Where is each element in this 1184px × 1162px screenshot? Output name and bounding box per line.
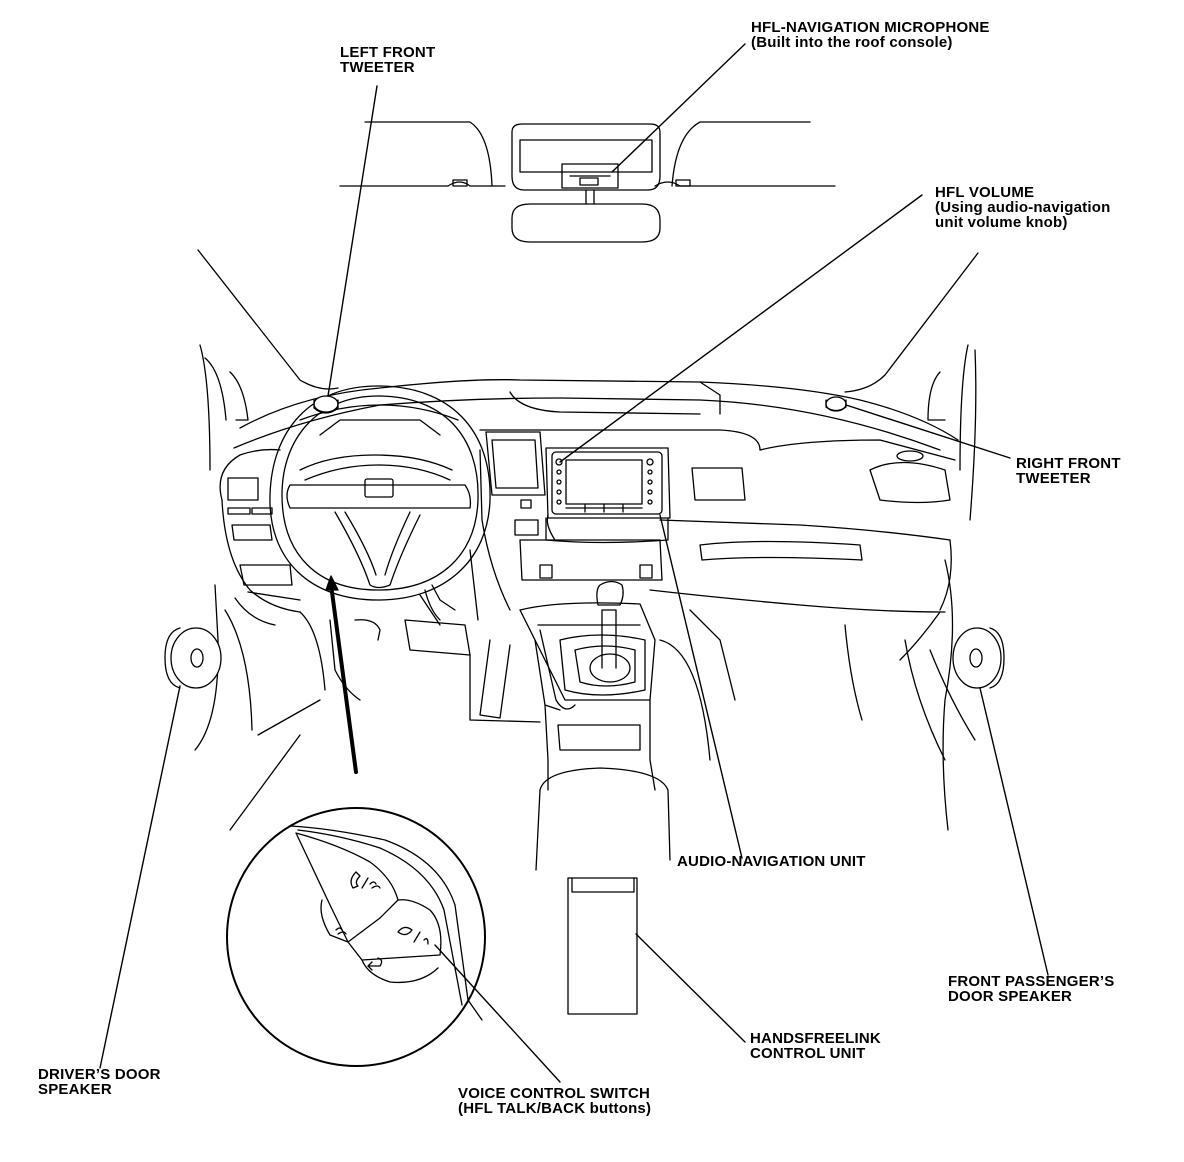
dashboard-top bbox=[233, 379, 959, 661]
label-line: unit volume knob) bbox=[935, 214, 1068, 231]
navigation-screen bbox=[565, 459, 643, 505]
center-stack bbox=[469, 431, 671, 621]
voice-control-switch-inset bbox=[226, 807, 486, 1067]
leader-right-tweeter bbox=[845, 404, 1011, 459]
leader-lines bbox=[99, 43, 1049, 1083]
label-line: RIGHT FRONT bbox=[1016, 455, 1121, 472]
label-right-front-tweeter: RIGHT FRONT TWEETER bbox=[1016, 456, 1121, 486]
label-line: TWEETER bbox=[1016, 470, 1091, 487]
leader-audio-navigation bbox=[659, 514, 743, 859]
right-footwell bbox=[659, 559, 976, 831]
left-dash-vents bbox=[219, 448, 301, 626]
right-front-tweeter-shape bbox=[825, 396, 847, 412]
drivers-door-speaker-shape bbox=[164, 627, 222, 689]
leader-passenger-speaker bbox=[979, 687, 1049, 976]
leader-handsfreelink bbox=[635, 933, 746, 1043]
inset-callout-arrow bbox=[325, 575, 358, 774]
roof-console-group bbox=[339, 121, 836, 243]
label-line: (Using audio-navigation bbox=[935, 199, 1111, 216]
label-hfl-volume: HFL VOLUME (Using audio-navigation unit … bbox=[935, 185, 1110, 230]
steering-wheel bbox=[269, 385, 491, 621]
leader-voice-switch bbox=[434, 944, 561, 1083]
label-line: HFL-NAVIGATION MICROPHONE bbox=[751, 19, 990, 36]
label-line: (HFL TALK/BACK buttons) bbox=[458, 1100, 652, 1117]
leader-drivers-speaker bbox=[99, 685, 181, 1069]
label-line: SPEAKER bbox=[38, 1081, 112, 1098]
microphone-housing bbox=[561, 163, 619, 189]
leader-hfl-volume bbox=[559, 194, 923, 463]
label-line: HANDSFREELINK bbox=[750, 1030, 881, 1047]
center-console bbox=[519, 580, 671, 871]
windshield-frame bbox=[197, 249, 979, 521]
label-drivers-door-speaker: DRIVER’S DOOR SPEAKER bbox=[38, 1067, 161, 1097]
label-line: AUDIO-NAVIGATION UNIT bbox=[677, 853, 866, 870]
label-voice-control-switch: VOICE CONTROL SWITCH (HFL TALK/BACK butt… bbox=[458, 1086, 651, 1116]
label-line: DRIVER’S DOOR bbox=[38, 1066, 161, 1083]
label-hfl-navigation-microphone: HFL-NAVIGATION MICROPHONE (Built into th… bbox=[751, 20, 990, 50]
label-line: LEFT FRONT bbox=[340, 44, 436, 61]
label-line: DOOR SPEAKER bbox=[948, 988, 1073, 1005]
steering-logo bbox=[364, 478, 394, 498]
left-front-tweeter-shape bbox=[313, 395, 339, 414]
leader-left-tweeter bbox=[327, 85, 378, 397]
rearview-mirror bbox=[511, 203, 661, 243]
left-footwell bbox=[194, 584, 541, 831]
audio-navigation-bezel bbox=[551, 451, 663, 515]
label-line: (Built into the roof console) bbox=[751, 34, 953, 51]
label-line: TWEETER bbox=[340, 59, 415, 76]
label-left-front-tweeter: LEFT FRONT TWEETER bbox=[340, 45, 435, 75]
label-handsfreelink-control-unit: HANDSFREELINK CONTROL UNIT bbox=[750, 1031, 881, 1061]
label-line: VOICE CONTROL SWITCH bbox=[458, 1085, 651, 1102]
label-audio-navigation-unit: AUDIO-NAVIGATION UNIT bbox=[677, 854, 866, 869]
front-passenger-door-speaker-shape bbox=[952, 627, 1005, 689]
label-front-passenger-door-speaker: FRONT PASSENGER’S DOOR SPEAKER bbox=[948, 974, 1114, 1004]
leader-microphone bbox=[611, 43, 746, 173]
label-line: CONTROL UNIT bbox=[750, 1045, 866, 1062]
handsfreelink-control-unit-box bbox=[567, 877, 638, 1015]
label-line: FRONT PASSENGER’S bbox=[948, 973, 1115, 990]
label-line: HFL VOLUME bbox=[935, 184, 1035, 201]
